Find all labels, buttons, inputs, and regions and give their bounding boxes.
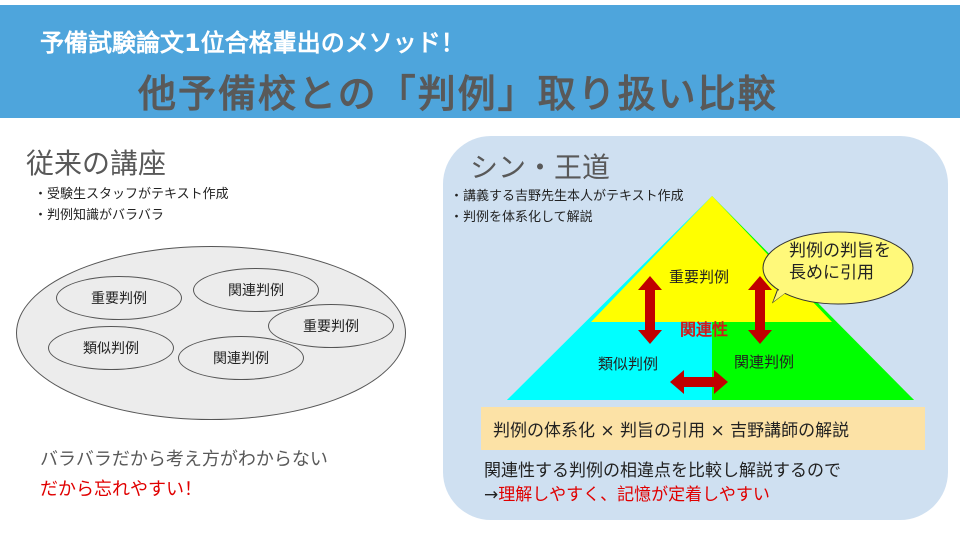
left-bullet: ・判例知識がバラバラ [34, 208, 164, 223]
right-arrow-icon: → [484, 485, 499, 505]
case-label: 関連判例 [213, 351, 269, 367]
double-arrow-icon [748, 276, 772, 344]
double-arrow-icon [670, 370, 728, 394]
speech-bubble [762, 231, 914, 305]
header-title: 他予備校との「判例」取り扱い比較 [138, 72, 778, 116]
left-bullets: ・受験生スタッフがテキスト作成 ・判例知識がバラバラ [34, 184, 229, 226]
pyramid-top-label: 重要判例 [669, 268, 730, 286]
left-footer-text: バラバラだから考え方がわからない [40, 449, 328, 470]
pyramid-left-label: 類似判例 [598, 355, 659, 373]
relation-label: 関連性 [680, 320, 729, 339]
summary-box: 判例の体系化 × 判旨の引用 × 吉野講師の解説 [481, 407, 925, 450]
summary-text: 判例の体系化 × 判旨の引用 × 吉野講師の解説 [493, 421, 850, 441]
pyramid-right-label: 関連判例 [734, 353, 795, 371]
left-bullet: ・受験生スタッフがテキスト作成 [34, 187, 229, 202]
right-bullet: ・講義する吉野先生本人がテキスト作成 [450, 189, 684, 204]
case-ellipse: 重要判例 [268, 304, 394, 348]
case-label: 関連判例 [228, 283, 284, 299]
right-footer-text: 関連性する判例の相違点を比較し解説するので [484, 461, 841, 481]
header-subtitle: 予備試験論文1位合格輩出のメソッド！ [40, 29, 465, 57]
right-bullet: ・判例を体系化して解説 [450, 210, 593, 225]
bubble-text: 判例の判旨を 長めに引用 [789, 240, 891, 284]
right-footer-benefit: →理解しやすく、記憶が定着しやすい [484, 480, 770, 505]
case-label: 類似判例 [83, 341, 139, 357]
case-label: 重要判例 [91, 291, 147, 307]
right-title: シン・王道 [470, 151, 611, 184]
case-ellipse: 関連判例 [193, 268, 319, 312]
left-title: 従来の講座 [26, 147, 167, 180]
bubble-line: 長めに引用 [789, 263, 874, 283]
case-ellipse: 関連判例 [178, 336, 304, 380]
header-banner: 予備試験論文1位合格輩出のメソッド！ 他予備校との「判例」取り扱い比較 [0, 5, 960, 118]
case-ellipse: 類似判例 [48, 326, 174, 370]
left-footer-warning: だから忘れやすい！ [40, 479, 202, 500]
benefit-text: 理解しやすく、記憶が定着しやすい [498, 485, 770, 505]
right-bullets: ・講義する吉野先生本人がテキスト作成 ・判例を体系化して解説 [450, 186, 684, 228]
case-label: 重要判例 [303, 319, 359, 335]
bubble-line: 判例の判旨を [789, 241, 891, 261]
case-ellipse: 重要判例 [56, 276, 182, 320]
double-arrow-icon [638, 276, 662, 344]
